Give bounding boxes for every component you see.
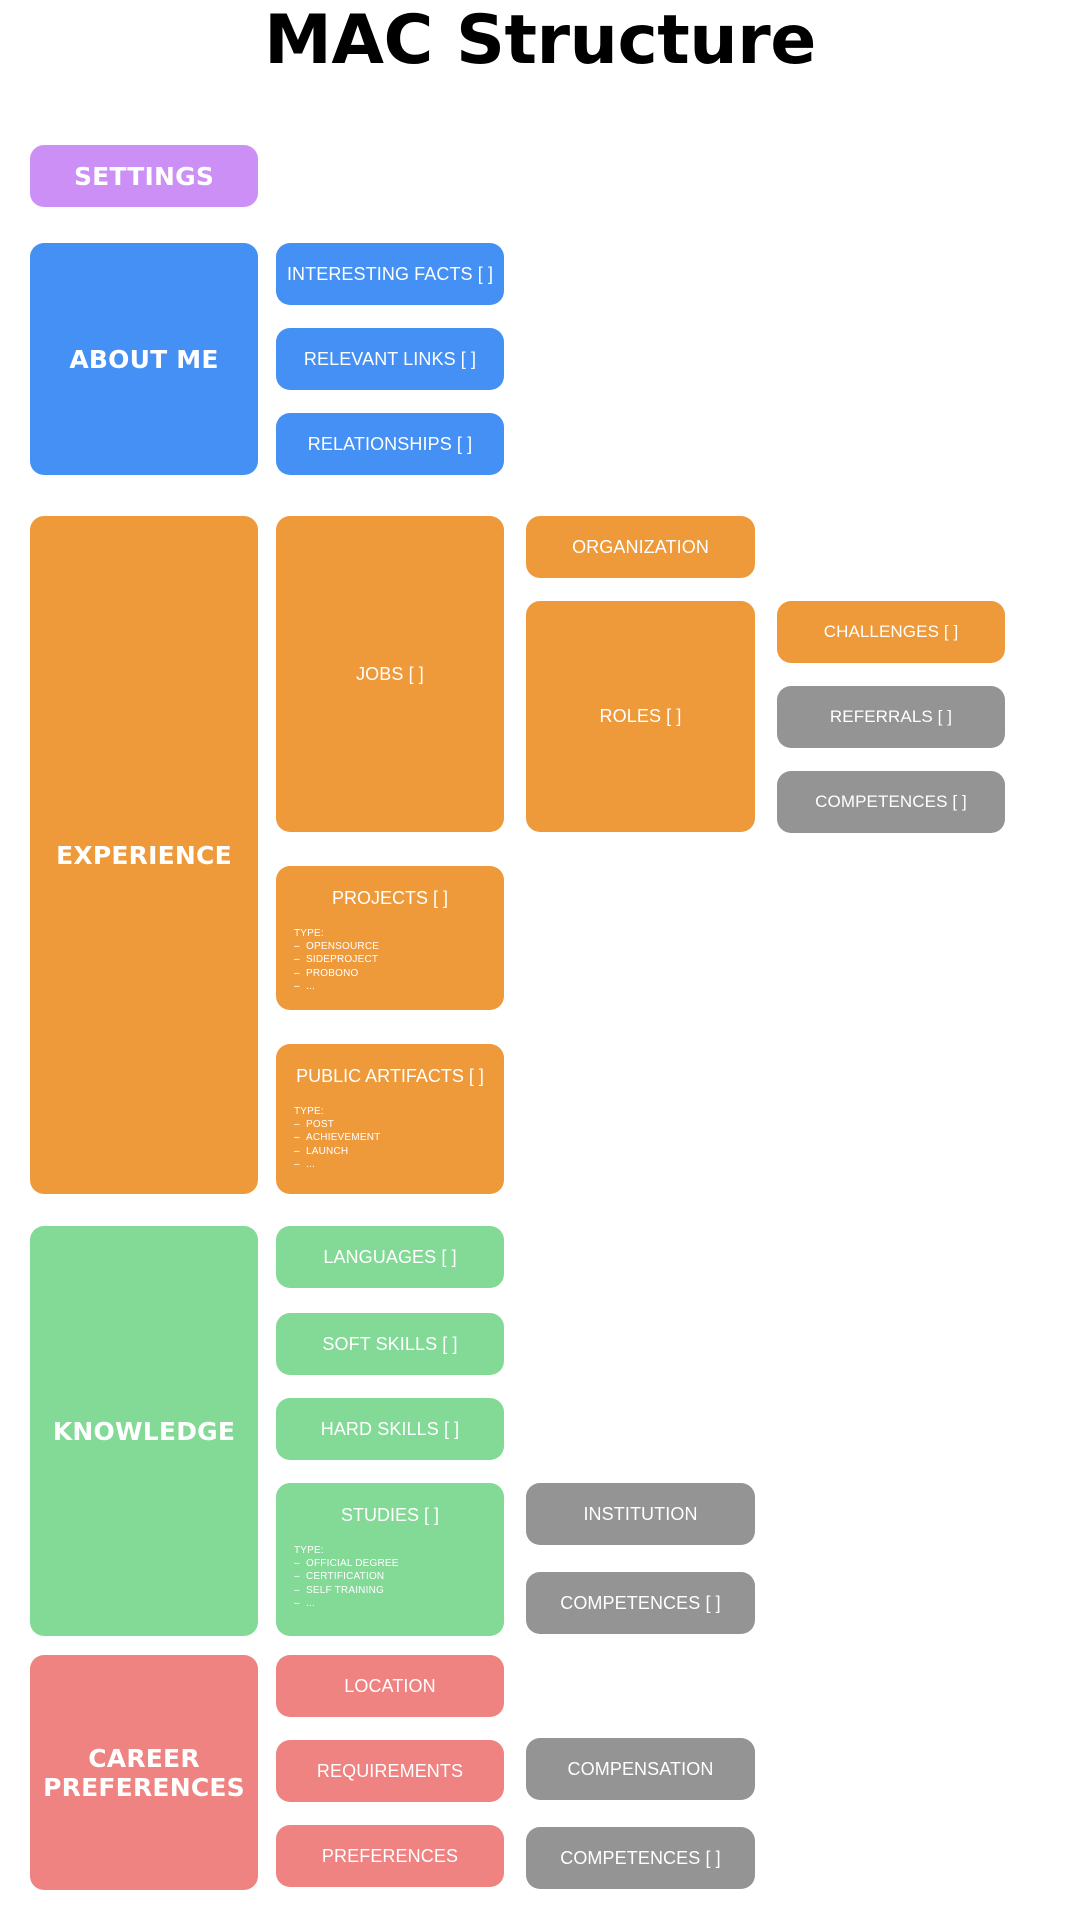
node-public-artifacts-type-item: –LAUNCH xyxy=(294,1145,349,1157)
node-jobs[interactable]: JOBS [ ] xyxy=(276,516,504,832)
node-knowledge-competences[interactable]: COMPETENCES [ ] xyxy=(526,1572,755,1634)
node-institution-label: INSTITUTION xyxy=(583,1503,698,1524)
node-organization-label: ORGANIZATION xyxy=(572,536,709,557)
node-experience[interactable]: EXPERIENCE xyxy=(30,516,258,1194)
node-public-artifacts-type-item: –POST xyxy=(294,1119,335,1131)
node-career-preferences[interactable]: CAREER PREFERENCES xyxy=(30,1655,258,1890)
node-preferences[interactable]: PREFERENCES xyxy=(276,1825,504,1887)
node-public-artifacts-label: PUBLIC ARTIFACTS [ ] xyxy=(296,1066,484,1086)
node-requirements-label: REQUIREMENTS xyxy=(316,1760,464,1781)
node-about-me[interactable]: ABOUT ME xyxy=(30,243,258,475)
node-studies-type-list: TYPE: –OFFICIAL DEGREE –CERTIFICATION –S… xyxy=(276,1544,504,1610)
node-soft-skills[interactable]: SOFT SKILLS [ ] xyxy=(276,1313,504,1375)
node-projects-type-item: –OPENSOURCE xyxy=(294,941,380,953)
node-studies-type-item: –SELF TRAINING xyxy=(294,1584,384,1596)
node-roles[interactable]: ROLES [ ] xyxy=(526,601,755,832)
node-experience-referrals-label: REFERRALS [ ] xyxy=(829,707,953,726)
node-projects-type-list: TYPE: –OPENSOURCE –SIDEPROJECT –PROBONO … xyxy=(276,927,504,993)
node-public-artifacts-type-list: TYPE: –POST –ACHIEVEMENT –LAUNCH –... xyxy=(276,1105,504,1171)
node-institution[interactable]: INSTITUTION xyxy=(526,1483,755,1545)
node-jobs-label: JOBS [ ] xyxy=(356,663,424,684)
node-knowledge-label: KNOWLEDGE xyxy=(52,1416,236,1446)
node-experience-competences[interactable]: COMPETENCES [ ] xyxy=(777,771,1005,833)
node-location-label: LOCATION xyxy=(344,1675,436,1696)
node-projects-label: PROJECTS [ ] xyxy=(331,888,448,908)
node-relevant-links-label: RELEVANT LINKS [ ] xyxy=(303,348,477,369)
node-projects-type-item: –PROBONO xyxy=(294,967,359,979)
node-projects[interactable]: PROJECTS [ ] TYPE: –OPENSOURCE –SIDEPROJ… xyxy=(276,866,504,1010)
node-compensation[interactable]: COMPENSATION xyxy=(526,1738,755,1800)
node-hard-skills-label: HARD SKILLS [ ] xyxy=(320,1418,460,1439)
node-interesting-facts-label: INTERESTING FACTS [ ] xyxy=(286,263,494,284)
node-career-preferences-label-line2: PREFERENCES xyxy=(43,1772,245,1802)
node-roles-label: ROLES [ ] xyxy=(599,706,682,726)
node-organization[interactable]: ORGANIZATION xyxy=(526,516,755,578)
node-career-competences-label: COMPETENCES [ ] xyxy=(560,1847,721,1868)
node-knowledge-competences-label: COMPETENCES [ ] xyxy=(560,1592,721,1613)
node-settings[interactable]: SETTINGS xyxy=(30,145,258,207)
node-preferences-label: PREFERENCES xyxy=(321,1845,459,1866)
node-requirements[interactable]: REQUIREMENTS xyxy=(276,1740,504,1802)
node-location[interactable]: LOCATION xyxy=(276,1655,504,1717)
node-studies[interactable]: STUDIES [ ] TYPE: –OFFICIAL DEGREE –CERT… xyxy=(276,1483,504,1636)
node-settings-label: SETTINGS xyxy=(73,161,215,191)
page-title: MAC Structure xyxy=(264,1,816,80)
node-hard-skills[interactable]: HARD SKILLS [ ] xyxy=(276,1398,504,1460)
node-experience-referrals[interactable]: REFERRALS [ ] xyxy=(777,686,1005,748)
node-relevant-links[interactable]: RELEVANT LINKS [ ] xyxy=(276,328,504,390)
node-public-artifacts-type-item: –ACHIEVEMENT xyxy=(294,1132,381,1144)
node-compensation-label: COMPENSATION xyxy=(567,1758,714,1779)
node-projects-type-item: –... xyxy=(294,980,315,992)
node-public-artifacts-type-item: –... xyxy=(294,1158,315,1170)
node-projects-type-label: TYPE: xyxy=(294,928,324,939)
node-experience-label: EXPERIENCE xyxy=(56,840,232,870)
node-studies-type-item: –OFFICIAL DEGREE xyxy=(294,1558,399,1570)
node-relationships[interactable]: RELATIONSHIPS [ ] xyxy=(276,413,504,475)
node-career-competences[interactable]: COMPETENCES [ ] xyxy=(526,1827,755,1889)
node-studies-type-label: TYPE: xyxy=(294,1545,324,1556)
node-challenges[interactable]: CHALLENGES [ ] xyxy=(777,601,1005,663)
node-studies-label: STUDIES [ ] xyxy=(340,1505,439,1525)
node-studies-type-item: –CERTIFICATION xyxy=(294,1571,385,1583)
node-public-artifacts-type-label: TYPE: xyxy=(294,1106,324,1117)
node-studies-type-item: –... xyxy=(294,1597,315,1609)
node-soft-skills-label: SOFT SKILLS [ ] xyxy=(322,1333,458,1354)
node-knowledge[interactable]: KNOWLEDGE xyxy=(30,1226,258,1636)
node-public-artifacts[interactable]: PUBLIC ARTIFACTS [ ] TYPE: –POST –ACHIEV… xyxy=(276,1044,504,1194)
node-languages[interactable]: LANGUAGES [ ] xyxy=(276,1226,504,1288)
node-projects-type-item: –SIDEPROJECT xyxy=(294,954,379,966)
node-languages-label: LANGUAGES [ ] xyxy=(323,1246,457,1267)
node-experience-competences-label: COMPETENCES [ ] xyxy=(815,792,967,811)
node-relationships-label: RELATIONSHIPS [ ] xyxy=(307,433,473,454)
node-challenges-label: CHALLENGES [ ] xyxy=(823,622,959,641)
node-about-me-label: ABOUT ME xyxy=(69,344,219,374)
node-interesting-facts[interactable]: INTERESTING FACTS [ ] xyxy=(276,243,504,305)
node-career-preferences-label-line1: CAREER xyxy=(88,1743,200,1773)
